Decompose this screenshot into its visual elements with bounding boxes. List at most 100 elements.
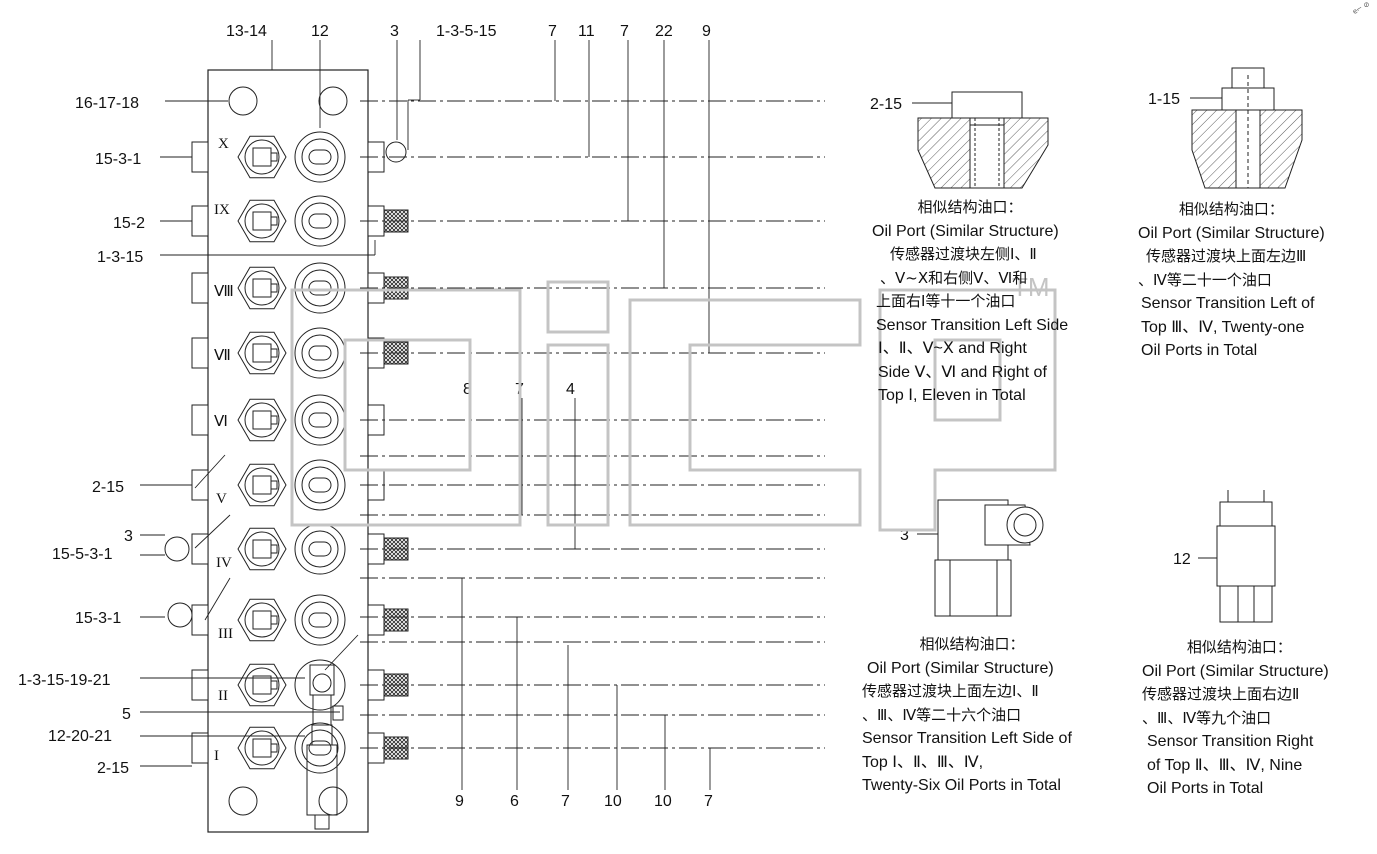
left-callout-label: 2-15 bbox=[97, 760, 129, 777]
top-callout-label: 1-3-5-15 bbox=[436, 23, 497, 40]
hex-fitting bbox=[237, 398, 287, 442]
detail-label-3: 3 bbox=[900, 527, 909, 544]
row-roman-numeral: IV bbox=[216, 555, 232, 571]
left-port-stub bbox=[191, 732, 209, 764]
top-callout-label: 12 bbox=[311, 23, 329, 40]
note1-line: Top Ⅰ, Eleven in Total bbox=[878, 387, 1026, 404]
row-roman-numeral: X bbox=[218, 136, 229, 152]
sensor-probe bbox=[306, 664, 344, 830]
hex-fitting bbox=[237, 598, 287, 642]
note1-line: Sensor Transition Left Side bbox=[876, 316, 1069, 334]
row-roman-numeral: II bbox=[218, 688, 228, 704]
note1-line: 上面右Ⅰ等十一个油口 bbox=[876, 292, 1016, 310]
note3-line: Twenty-Six Oil Ports in Total bbox=[862, 777, 1061, 794]
port-row: X bbox=[191, 131, 385, 183]
transition-block bbox=[207, 69, 369, 833]
right-port-stub bbox=[367, 604, 385, 636]
left-callout-label: 5 bbox=[122, 706, 131, 723]
left-port-stub bbox=[191, 272, 209, 304]
note-similar-structure-2: 相似结构油口： Oil Port (Similar Structure) 传感器… bbox=[1138, 198, 1325, 363]
round-fitting bbox=[294, 659, 346, 711]
hex-fitting bbox=[237, 463, 287, 507]
bottom-callout-label: 10 bbox=[654, 793, 672, 810]
port-row: I bbox=[191, 722, 409, 774]
left-callout-label: 16-17-18 bbox=[75, 95, 139, 112]
sensor-head bbox=[385, 141, 407, 163]
hex-fitting bbox=[237, 726, 287, 770]
note3-line: Oil Port (Similar Structure) bbox=[867, 659, 1054, 677]
note-similar-structure-3: 相似结构油口： Oil Port (Similar Structure) 传感器… bbox=[862, 633, 1072, 798]
mount-hole-bottom-left bbox=[228, 786, 258, 816]
mount-hole-top-right bbox=[318, 86, 348, 116]
left-callout-label: 2-15 bbox=[92, 479, 124, 496]
note1-line: 传感器过渡块左侧Ⅰ、Ⅱ bbox=[890, 245, 1037, 263]
note3-line: 相似结构油口： bbox=[919, 635, 1025, 653]
row-roman-numeral: V bbox=[216, 491, 227, 507]
note4-line: of Top Ⅱ、Ⅲ、Ⅳ, Nine bbox=[1147, 756, 1303, 774]
left-callout-label: 12-20-21 bbox=[48, 728, 112, 745]
detail-label-12: 12 bbox=[1173, 551, 1191, 568]
top-callout-label: 22 bbox=[655, 23, 673, 40]
hex-fitting bbox=[237, 527, 287, 571]
note4-line: Oil Ports in Total bbox=[1147, 780, 1264, 797]
note2-line: 、Ⅳ等二十一个油口 bbox=[1138, 270, 1272, 289]
note3-line: 、Ⅲ、Ⅳ等二十六个油口 bbox=[862, 705, 1022, 724]
detail-label-1-15: 1-15 bbox=[1148, 91, 1180, 108]
row-roman-numeral: Ⅷ bbox=[214, 284, 234, 300]
left-callout-label: 15-3-1 bbox=[75, 610, 121, 627]
hex-fitting bbox=[237, 199, 287, 243]
bottom-callout-label: 10 bbox=[604, 793, 622, 810]
left-port-stub bbox=[191, 205, 209, 237]
left-port-stub bbox=[191, 604, 209, 636]
left-port-stub bbox=[191, 404, 209, 436]
hex-fitting bbox=[237, 331, 287, 375]
left-port-stub bbox=[191, 469, 209, 501]
left-callout-label: 15-2 bbox=[113, 215, 145, 232]
note2-line: Oil Ports in Total bbox=[1141, 342, 1258, 359]
left-callout-label: 1-3-15 bbox=[97, 249, 143, 266]
note-similar-structure-4: 相似结构油口： Oil Port (Similar Structure) 传感器… bbox=[1142, 636, 1329, 801]
note1-line: Side Ⅴ、Ⅵ and Right of bbox=[878, 363, 1047, 381]
mount-hole-top-left bbox=[228, 86, 258, 116]
sensor-head bbox=[167, 602, 193, 628]
row-roman-numeral: Ⅶ bbox=[214, 348, 231, 364]
note-similar-structure-1: 相似结构油口： Oil Port (Similar Structure) 传感器… bbox=[872, 196, 1068, 408]
middle-callout-label: 8 bbox=[463, 381, 472, 398]
left-callout-label: 3 bbox=[124, 528, 133, 545]
sensor-head bbox=[164, 536, 190, 562]
note4-line: Sensor Transition Right bbox=[1147, 733, 1314, 750]
port-row: V bbox=[191, 459, 385, 511]
top-callout-label: 7 bbox=[548, 23, 557, 40]
note1-line: Oil Port (Similar Structure) bbox=[872, 222, 1059, 240]
hex-fitting bbox=[237, 135, 287, 179]
row-roman-numeral: IX bbox=[214, 202, 230, 218]
left-port-stub bbox=[191, 337, 209, 369]
left-port-stub bbox=[191, 141, 209, 173]
left-port-stub bbox=[191, 669, 209, 701]
mount-hole-bottom-right bbox=[318, 786, 348, 816]
detail-leaders bbox=[912, 97, 1222, 559]
detail-sensor-12 bbox=[1216, 490, 1276, 623]
note4-line: Oil Port (Similar Structure) bbox=[1142, 662, 1329, 680]
detail-label-2-15: 2-15 bbox=[870, 96, 902, 113]
left-callout-label: 15-5-3-1 bbox=[52, 546, 113, 563]
detail-elbow-3 bbox=[934, 499, 1044, 617]
note4-line: 相似结构油口： bbox=[1186, 638, 1292, 656]
top-callout-label: 11 bbox=[578, 23, 595, 40]
bottom-callout-label: 7 bbox=[561, 793, 570, 810]
top-callout-label: 13-14 bbox=[226, 23, 267, 40]
note3-line: Top Ⅰ、Ⅱ、Ⅲ、Ⅳ, bbox=[862, 753, 984, 771]
middle-callout-label: 7 bbox=[515, 381, 524, 398]
top-callout-label: 3 bbox=[390, 23, 399, 40]
note3-line: 传感器过渡块上面左边Ⅰ、Ⅱ bbox=[862, 682, 1039, 700]
port-row: III bbox=[191, 594, 409, 646]
row-roman-numeral: III bbox=[218, 626, 233, 642]
note4-line: 传感器过渡块上面右边Ⅱ bbox=[1142, 685, 1300, 703]
bottom-callout-label: 7 bbox=[704, 793, 713, 810]
middle-callout-label: 4 bbox=[566, 381, 575, 398]
note3-line: Sensor Transition Left Side of bbox=[862, 730, 1072, 747]
detail-plug-2-15 bbox=[917, 91, 1049, 189]
port-row: Ⅵ bbox=[191, 394, 385, 446]
detail-label-group: 2-15 1-15 3 12 bbox=[870, 91, 1191, 568]
